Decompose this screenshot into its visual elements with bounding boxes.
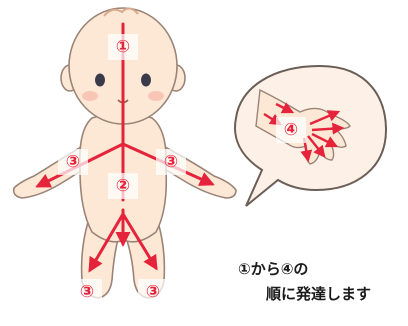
caption-line-1: ①から④の xyxy=(238,260,309,278)
caption-line-2: 順に発達します xyxy=(266,285,372,303)
hand-closeup-bubble xyxy=(234,64,388,207)
marker-right-arm: ③ xyxy=(156,149,186,175)
marker-left-arm: ③ xyxy=(58,149,88,175)
baby-hair xyxy=(103,7,139,17)
arrow-to-left-foot xyxy=(88,212,125,273)
marker-head: ① xyxy=(108,34,138,60)
baby-left-eye xyxy=(95,73,105,87)
baby-right-cheek xyxy=(148,91,164,101)
baby-face xyxy=(82,73,164,104)
arrow-to-right-foot xyxy=(121,212,158,271)
marker-left-leg: ③ xyxy=(72,279,102,305)
marker-hand: ④ xyxy=(276,117,306,143)
baby-right-eye xyxy=(141,73,151,87)
baby-left-cheek xyxy=(82,91,98,101)
marker-right-leg: ③ xyxy=(138,279,168,305)
marker-torso: ② xyxy=(108,173,138,199)
hand-arrows xyxy=(263,102,345,163)
